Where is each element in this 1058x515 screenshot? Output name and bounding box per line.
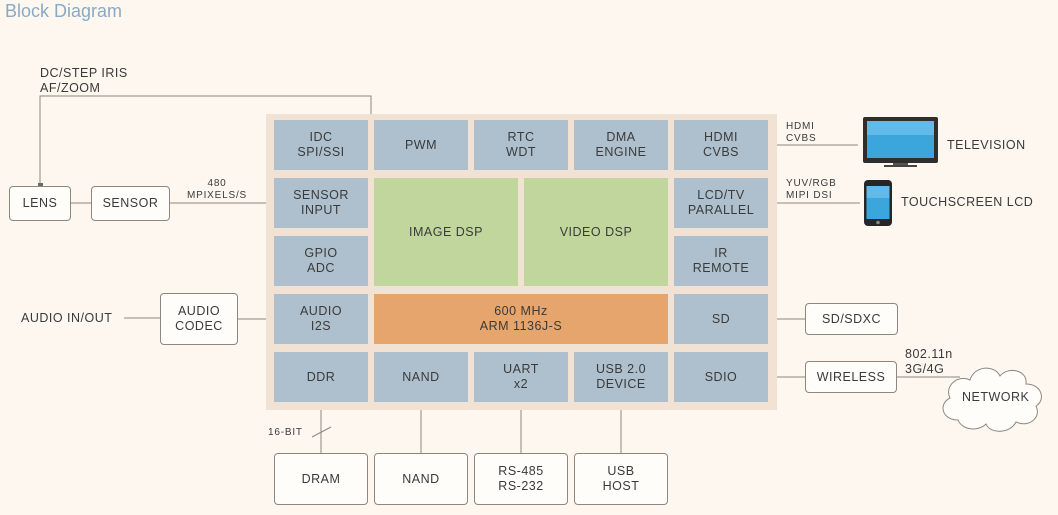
wireless-box: WIRELESS — [805, 361, 897, 393]
sd-block: SD — [674, 294, 768, 344]
hdmi-cvbs-block: HDMI CVBS — [674, 120, 768, 170]
yuv-mipi-label: YUV/RGB MIPI DSI — [786, 178, 837, 201]
image-dsp-block: IMAGE DSP — [374, 178, 518, 286]
ir-remote-block: IR REMOTE — [674, 236, 768, 286]
pwm-block: PWM — [374, 120, 468, 170]
audio-inout-label: AUDIO IN/OUT — [21, 311, 113, 325]
usb-host-box: USB HOST — [574, 453, 668, 505]
diagram-title: Block Diagram — [5, 1, 123, 21]
touchscreen-label: TOUCHSCREEN LCD — [901, 195, 1034, 209]
wifi-cellular-label: 802.11n 3G/4G — [905, 347, 953, 376]
nand-block: NAND — [374, 352, 468, 402]
rtc-wdt-block: RTC WDT — [474, 120, 568, 170]
network-label: NETWORK — [962, 390, 1030, 404]
idc-spi-block: IDC SPI/SSI — [274, 120, 368, 170]
sdio-block: SDIO — [674, 352, 768, 402]
bus-width-label: 16-BIT — [268, 427, 303, 438]
sensor-input-block: SENSOR INPUT — [274, 178, 368, 228]
dram-box: DRAM — [274, 453, 368, 505]
arm-cpu-block: 600 MHz ARM 1136J-S — [374, 294, 668, 344]
lens-box: LENS — [9, 186, 71, 221]
ddr-block: DDR — [274, 352, 368, 402]
dma-engine-block: DMA ENGINE — [574, 120, 668, 170]
iris-zoom-label: DC/STEP IRIS AF/ZOOM — [40, 66, 128, 95]
sd-sdxc-box: SD/SDXC — [805, 303, 898, 335]
hdmi-cvbs-label: HDMI CVBS — [786, 121, 817, 144]
nand-external-box: NAND — [374, 453, 468, 505]
mpixels-label: 480 MPIXELS/S — [187, 178, 247, 201]
uart-block: UART x2 — [474, 352, 568, 402]
audio-i2s-block: AUDIO I2S — [274, 294, 368, 344]
rs485-rs232-box: RS-485 RS-232 — [474, 453, 568, 505]
television-label: TELEVISION — [947, 138, 1026, 152]
audio-codec-box: AUDIO CODEC — [160, 293, 238, 345]
gpio-adc-block: GPIO ADC — [274, 236, 368, 286]
sensor-box: SENSOR — [91, 186, 170, 221]
lcd-tv-parallel-block: LCD/TV PARALLEL — [674, 178, 768, 228]
video-dsp-block: VIDEO DSP — [524, 178, 668, 286]
usb-device-block: USB 2.0 DEVICE — [574, 352, 668, 402]
